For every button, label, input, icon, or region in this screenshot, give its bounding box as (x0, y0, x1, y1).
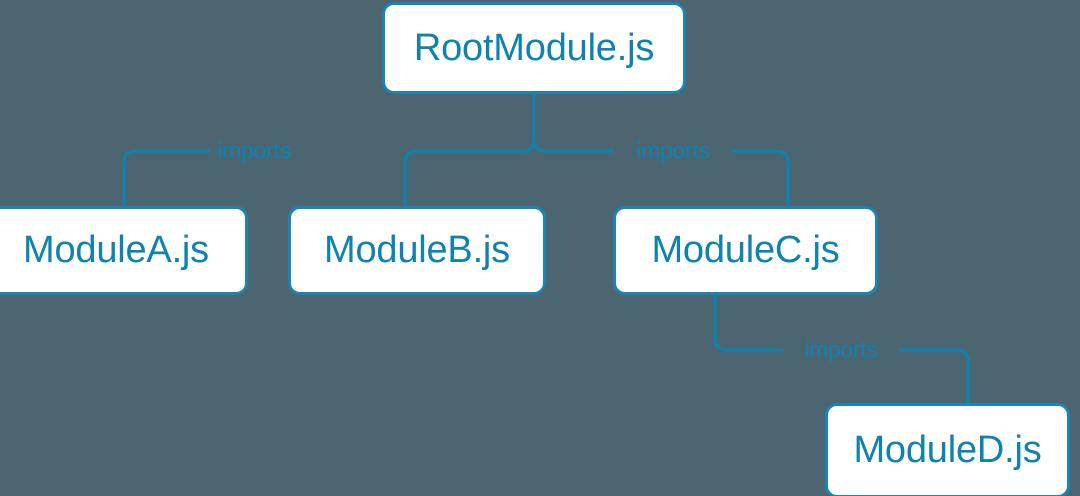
node-module-a[interactable]: ModuleA.js (0, 206, 248, 295)
edge-root-trunk-left (521, 138, 536, 153)
edge-root-trunk (532, 92, 547, 153)
node-root-module[interactable]: RootModule.js (382, 2, 686, 94)
node-label-root-module: RootModule.js (413, 26, 655, 69)
node-label-module-c: ModuleC.js (651, 229, 840, 271)
edge-label-root-module-a: imports (209, 139, 299, 163)
edge-label-module-c-module-d: imports (796, 338, 886, 362)
node-label-module-d: ModuleD.js (853, 429, 1042, 471)
node-module-c[interactable]: ModuleC.js (613, 206, 878, 295)
edge-moduleC-to-moduleD (713, 293, 784, 352)
edge-root-to-moduleA (122, 149, 215, 208)
edge-moduleC-to-moduleD-tail (898, 348, 970, 405)
edge-root-to-moduleB (403, 149, 525, 208)
node-module-d[interactable]: ModuleD.js (825, 403, 1070, 496)
node-label-module-b: ModuleB.js (324, 229, 510, 271)
edge-root-to-moduleC (731, 149, 790, 208)
node-label-module-a: ModuleA.js (23, 229, 209, 271)
edge-label-root-module-c: imports (628, 139, 718, 163)
node-module-b[interactable]: ModuleB.js (288, 206, 546, 295)
